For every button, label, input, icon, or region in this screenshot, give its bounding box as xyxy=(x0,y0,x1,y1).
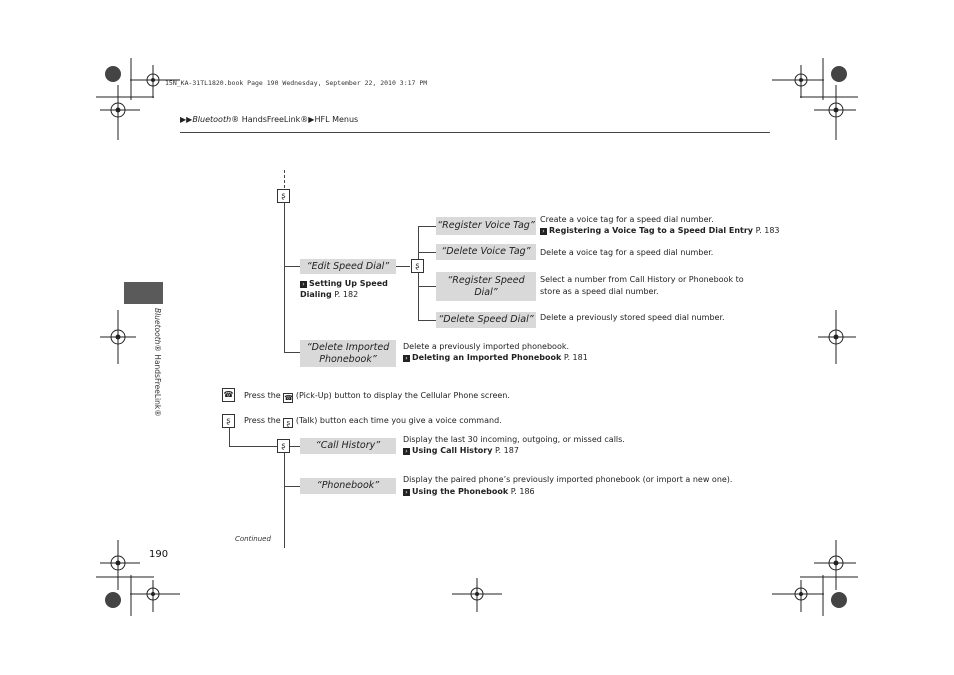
talk-stem xyxy=(229,428,230,446)
breadcrumb-hfl: ® HandsFreeLink® xyxy=(231,115,309,124)
lower-trunk xyxy=(284,453,285,548)
breadcrumb-bluetooth: Bluetooth xyxy=(192,115,232,124)
xref-arrow-icon: › xyxy=(403,355,410,362)
edit-speed-dial-label: “Edit Speed Dial” xyxy=(300,259,396,274)
breadcrumb-arrow: ▶ xyxy=(308,115,315,124)
call-history-desc: Display the last 30 incoming, outgoing, … xyxy=(403,435,625,444)
register-speed-dial-desc: Select a number from Call History or Pho… xyxy=(540,275,744,284)
talk-icon: ʂ xyxy=(277,189,290,203)
register-voice-tag-xref: ›Registering a Voice Tag to a Speed Dial… xyxy=(540,225,780,236)
edit-speed-dial-xref-line2: Dialing P. 182 xyxy=(300,290,359,299)
branch-phonebook xyxy=(284,486,300,487)
register-voice-tag-label: “Register Voice Tag” xyxy=(436,217,536,235)
continued-label: Continued xyxy=(235,535,271,543)
subtree-trunk xyxy=(418,226,419,321)
branch-call-history xyxy=(290,446,300,447)
print-file-info: 15N_KA-31TL1820.book Page 190 Wednesday,… xyxy=(165,79,428,87)
register-speed-dial-desc-line2: store as a speed dial number. xyxy=(540,287,659,296)
chapter-tab xyxy=(124,282,163,304)
pickup-icon: ☎ xyxy=(283,393,294,403)
call-history-xref: ›Using Call History P. 187 xyxy=(403,445,519,456)
page-number: 190 xyxy=(149,549,169,560)
branch-register-voice xyxy=(418,226,436,227)
talk-icon: ʂ xyxy=(277,439,290,453)
register-voice-tag-desc: Create a voice tag for a speed dial numb… xyxy=(540,215,714,224)
branch-edit xyxy=(284,266,300,267)
delete-speed-dial-label: “Delete Speed Dial” xyxy=(436,312,536,328)
delete-voice-tag-desc: Delete a voice tag for a speed dial numb… xyxy=(540,248,714,257)
talk-icon: ʂ xyxy=(411,259,424,273)
header-rule xyxy=(180,132,770,133)
branch-delete-imported xyxy=(284,352,300,353)
xref-arrow-icon: › xyxy=(403,489,410,496)
side-chapter-label: Bluetooth® HandsFreeLink® xyxy=(153,308,162,417)
delete-voice-tag-label: “Delete Voice Tag” xyxy=(436,244,536,260)
edit-speed-dial-xref: ›Setting Up Speed xyxy=(300,278,388,289)
breadcrumb-hfl-menus: HFL Menus xyxy=(314,115,359,124)
branch-delete-speed xyxy=(418,320,436,321)
delete-imported-phonebook-xref: ›Deleting an Imported Phonebook P. 181 xyxy=(403,352,588,363)
tree-trunk xyxy=(284,203,285,353)
phonebook-xref: ›Using the Phonebook P. 186 xyxy=(403,486,535,497)
talk-note: Press the ʂ (Talk) button each time you … xyxy=(244,416,502,428)
phonebook-label: “Phonebook” xyxy=(300,478,396,494)
phonebook-desc: Display the paired phone’s previously im… xyxy=(403,475,733,484)
call-history-label: “Call History” xyxy=(300,438,396,454)
branch-edit-to-icon xyxy=(396,266,410,267)
delete-imported-phonebook-desc: Delete a previously imported phonebook. xyxy=(403,342,570,351)
branch-delete-voice xyxy=(418,252,436,253)
delete-speed-dial-desc: Delete a previously stored speed dial nu… xyxy=(540,313,725,322)
continued-from-line xyxy=(284,170,285,188)
breadcrumb: ▶▶Bluetooth® HandsFreeLink®▶HFL Menus xyxy=(180,114,358,125)
pickup-icon: ☎ xyxy=(222,388,235,402)
xref-arrow-icon: › xyxy=(300,281,307,288)
xref-arrow-icon: › xyxy=(540,228,547,235)
talk-branch xyxy=(229,446,277,447)
xref-arrow-icon: › xyxy=(403,448,410,455)
talk-icon: ʂ xyxy=(222,414,235,428)
branch-register-speed xyxy=(418,286,436,287)
pickup-note: Press the ☎ (Pick-Up) button to display … xyxy=(244,391,510,403)
talk-icon: ʂ xyxy=(283,418,294,428)
breadcrumb-arrows: ▶▶ xyxy=(180,115,193,124)
